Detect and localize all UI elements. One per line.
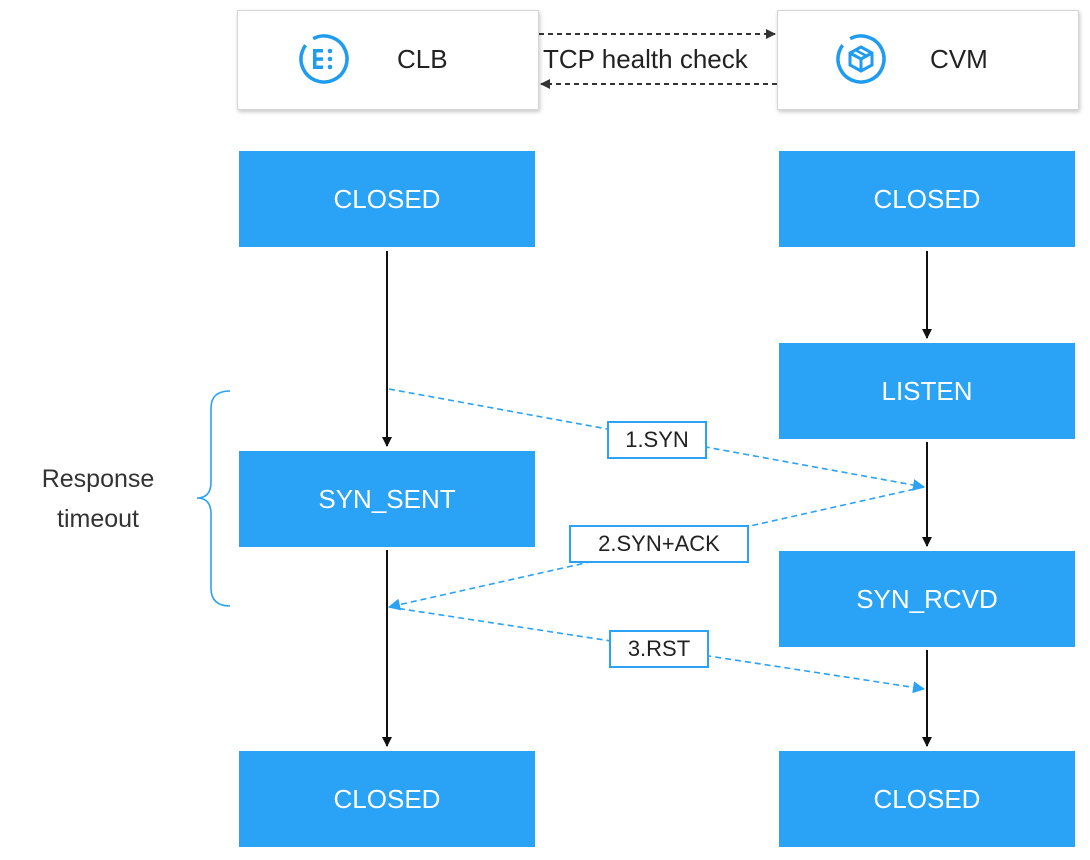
cvm-state-syn-rcvd: SYN_RCVD [779,551,1075,647]
health-check-label: TCP health check [543,44,748,75]
syn-message-label: 1.SYN [607,421,707,459]
clb-label: CLB [397,44,448,74]
response-timeout-line1: Response [41,465,155,493]
rst-message-label: 3.RST [609,630,709,668]
synack-message-label: 2.SYN+ACK [569,525,749,563]
cvm-state-listen: LISTEN [779,343,1075,439]
response-timeout-line2: timeout [57,505,139,533]
response-timeout-label: Response timeout [13,459,183,539]
timeout-brace [196,390,231,607]
clb-icon [299,34,349,84]
cvm-icon [836,34,886,84]
cvm-state-closed-initial: CLOSED [779,151,1075,247]
clb-state-closed-final: CLOSED [239,751,535,847]
clb-state-closed-initial: CLOSED [239,151,535,247]
cvm-label: CVM [930,44,988,74]
cvm-state-closed-final: CLOSED [779,751,1075,847]
cvm-header-box [777,10,1079,110]
clb-state-syn-sent: SYN_SENT [239,451,535,547]
clb-header-box [237,10,539,110]
